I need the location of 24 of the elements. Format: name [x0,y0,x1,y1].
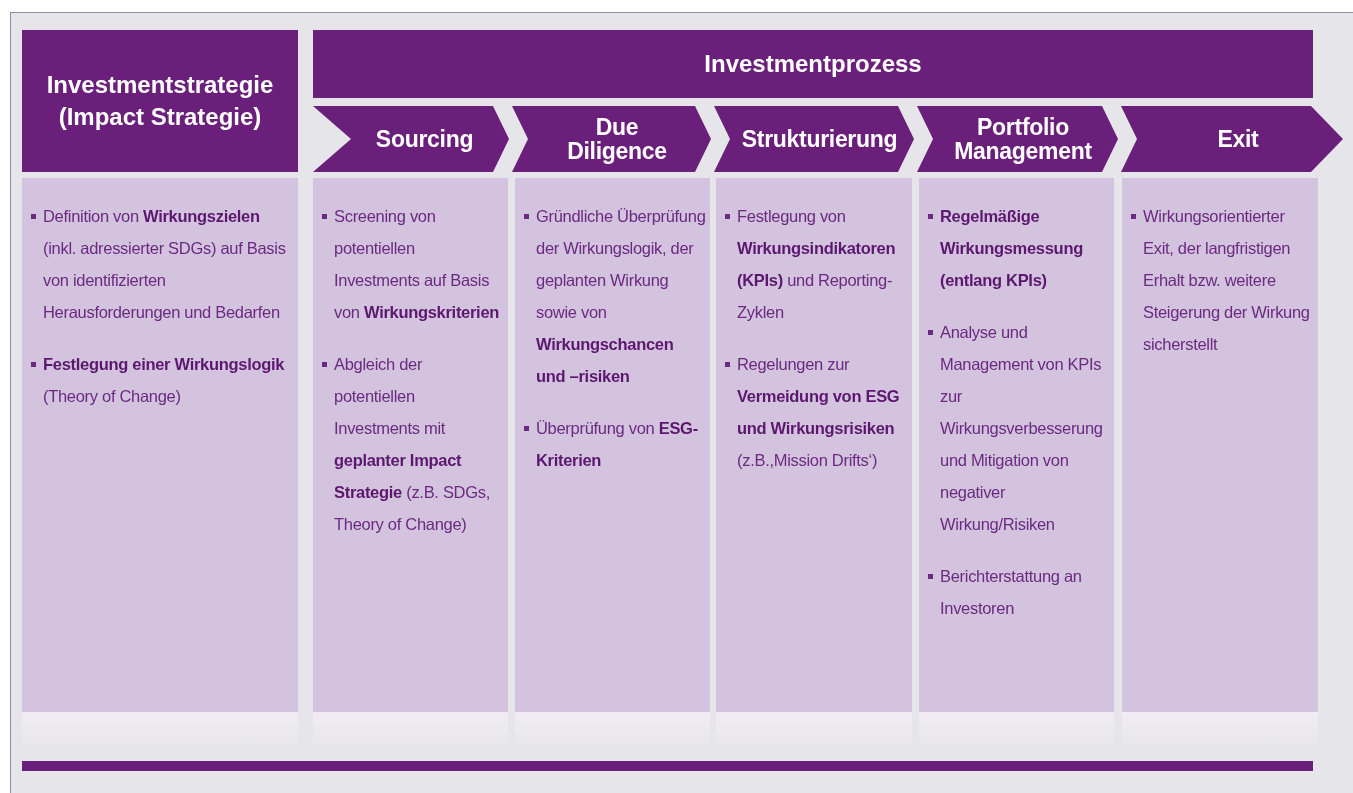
bullet-text: Screening von potentiellen Investments auf Basis von Wirkungskriterien [322,200,504,328]
column-panel [515,178,710,712]
column-panel [22,178,298,712]
bullet-text: Überprüfung von ESG-Kriterien [524,412,706,476]
strategy-header: Investmentstrategie (Impact Strategie) [22,30,298,172]
column-panel [919,178,1114,712]
column-panel [313,178,508,712]
bullet-text: Festlegung einer Wirkungslogik (Theory of Change) [31,348,294,412]
step-header: Due Diligence [512,106,714,172]
bullet-text: Analyse und Management von KPIs zur Wirkungsverbesserung und Mitigation von negativer Wirkung/Risiken [928,316,1110,540]
process-header: Investmentprozess [313,30,1313,98]
column-panel [716,178,912,712]
bullet-text: Regelmäßige Wirkungsmessung (entlang KPIs) [928,200,1110,296]
column-panel [1122,178,1318,712]
bullet-text: Definition von Wirkungszielen (inkl. adressierter SDGs) auf Basis von identifizierten Herausforderungen und Bedarfen [31,200,294,328]
step-header: Strukturierung [714,106,917,172]
step-header: Portfolio Management [917,106,1121,172]
bullet-text: Abgleich der potentiellen Investments mit geplanter Impact Strategie (z.B. SDGs, Theory of Change) [322,348,504,540]
bullet-text: Wirkungsorientierter Exit, der langfristigen Erhalt bzw. weitere Steigerung der Wirkung sicherstellt [1131,200,1314,360]
bullet-text: Gründliche Überprüfung der Wirkungslogik, der geplanten Wirkung sowie von Wirkungschancen und –risiken [524,200,706,392]
bullet-text: Berichterstattung an Investoren [928,560,1110,624]
bullet-text: Festlegung von Wirkungsindikatoren (KPIs) und Reporting-Zyklen [725,200,908,328]
bullet-text: Regelungen zur Vermeidung von ESG und Wirkungsrisiken (z.B.,Mission Drifts‘) [725,348,908,476]
step-header: Sourcing [313,106,512,172]
